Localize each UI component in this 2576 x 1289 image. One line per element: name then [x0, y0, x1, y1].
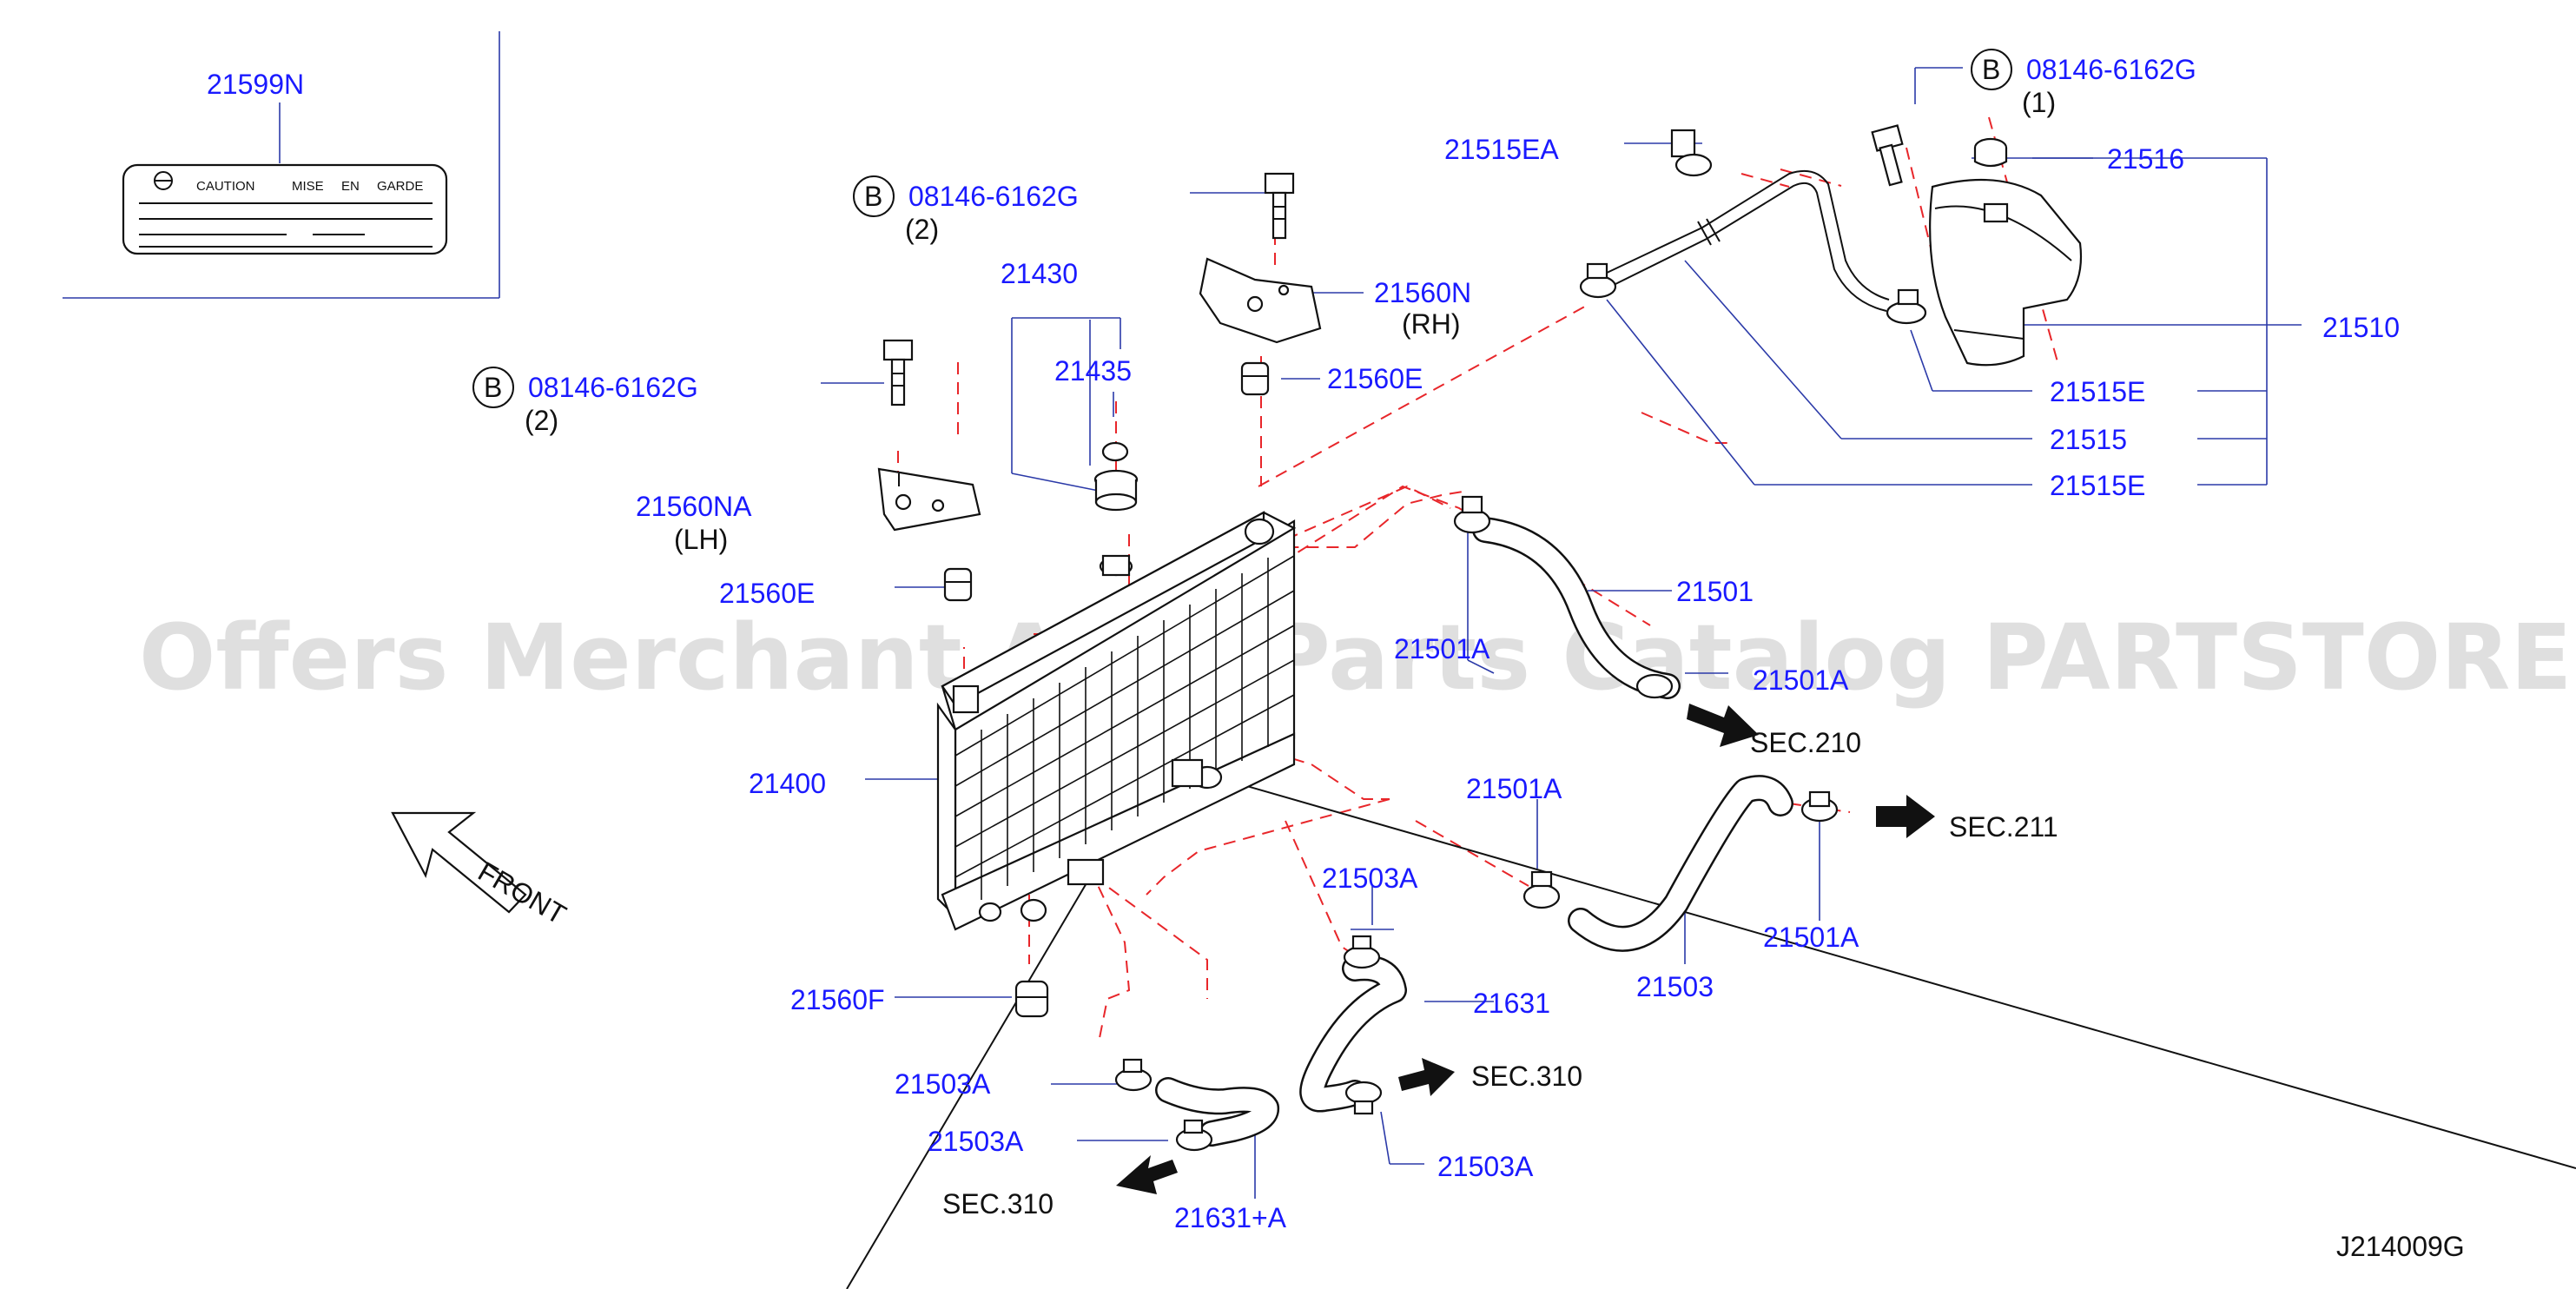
arrow-sec310-left-icon [1116, 1155, 1178, 1194]
garde-text: GARDE [377, 179, 423, 194]
sec210-label[interactable]: SEC.210 [1750, 727, 1861, 758]
cap-seal-21435[interactable] [1101, 441, 1129, 462]
mount-insulator-21560E-left[interactable] [943, 567, 973, 602]
part-21503A-d-label[interactable]: 21503A [928, 1126, 1024, 1157]
bolt-r-number[interactable]: 08146-6162G [2026, 54, 2196, 85]
bolt-l-number[interactable]: 08146-6162G [528, 372, 698, 403]
part-21430-label[interactable]: 21430 [1001, 258, 1078, 289]
bolt-c-badge: B [864, 181, 882, 212]
part-21503A-a-label[interactable]: 21503A [1322, 863, 1418, 894]
part-21516-label[interactable]: 21516 [2107, 143, 2184, 175]
part-21560NA-label[interactable]: 21560NA [636, 491, 752, 522]
part-21560F-label[interactable]: 21560F [790, 984, 885, 1015]
front-arrow-icon [391, 811, 527, 914]
arrow-sec211-icon [1876, 795, 1935, 838]
bolt-c-number[interactable]: 08146-6162G [908, 181, 1079, 212]
part-21503A-b-label[interactable]: 21503A [1437, 1151, 1534, 1182]
part-21560E-left-label[interactable]: 21560E [719, 578, 815, 609]
bolt-r-qty: (1) [2022, 87, 2056, 118]
radiator-21400[interactable] [936, 511, 1297, 931]
overflow-hose-21515[interactable] [1604, 170, 1890, 312]
bolt-r-badge-icon [1971, 49, 2012, 90]
hose-clamp-21501A-a[interactable] [1453, 495, 1491, 534]
en-text: EN [341, 179, 360, 194]
install-dashed-lines [897, 116, 2059, 1043]
bolt-08146-right[interactable] [1871, 124, 1904, 187]
watermark: Offers Merchant Auto Parts Catalog PARTS… [139, 605, 2576, 711]
bolt-08146-center[interactable] [1264, 172, 1295, 240]
part-21501-label[interactable]: 21501 [1676, 576, 1754, 607]
caution-text: CAUTION [196, 179, 255, 194]
caution-label-panel: 21599N CAUTION MISE EN GARDE [63, 31, 500, 299]
part-21435-label[interactable]: 21435 [1054, 355, 1132, 387]
section-line-1 [989, 711, 2576, 1169]
arrow-sec310-right-icon [1398, 1058, 1455, 1096]
part-21515E-b-label[interactable]: 21515E [2050, 470, 2145, 501]
part-21501A-c-label[interactable]: 21501A [1466, 773, 1562, 804]
hose-clamp-21501A-b[interactable] [1635, 673, 1674, 699]
lh-label: (LH) [674, 524, 728, 555]
part-21503-label[interactable]: 21503 [1636, 971, 1714, 1002]
bolt-c-badge-icon [853, 175, 895, 217]
hose-clamp-21503A-b[interactable] [1344, 1081, 1383, 1115]
part-21503A-c-label[interactable]: 21503A [895, 1068, 991, 1100]
cooler-hose-21631[interactable] [1299, 955, 1407, 1113]
mount-bracket-21560NA[interactable] [877, 467, 981, 532]
sec211-label[interactable]: SEC.211 [1949, 811, 2058, 843]
reservoir-tank-21510[interactable] [1929, 178, 2083, 367]
part-21501A-a-label[interactable]: 21501A [1394, 633, 1490, 664]
bolt-r-badge: B [1982, 54, 2000, 85]
leader-lines [821, 67, 2302, 1199]
hose-clamp-21515E-lower[interactable] [1886, 288, 1927, 325]
part-21400-label[interactable]: 21400 [749, 768, 826, 799]
sec310-left-label[interactable]: SEC.310 [942, 1188, 1054, 1220]
mise-text: MISE [292, 179, 324, 194]
part-21510-label[interactable]: 21510 [2322, 312, 2400, 343]
hose-clamp-21503A-c[interactable] [1114, 1058, 1153, 1092]
section-line-2 [846, 876, 1091, 1289]
part-21560E-top-label[interactable]: 21560E [1327, 363, 1423, 394]
cooler-hose-21631A[interactable] [1155, 1077, 1279, 1147]
sec310-right-label[interactable]: SEC.310 [1471, 1061, 1582, 1092]
hose-clamp-21515E-upper[interactable] [1579, 262, 1617, 299]
rh-label: (RH) [1402, 308, 1461, 340]
arrow-sec210-icon [1687, 704, 1759, 747]
bolt-l-qty: (2) [525, 405, 558, 436]
part-labels: B 08146-6162G (2) B 08146-6162G (2) B 08… [484, 54, 2465, 1262]
bolt-l-badge: B [484, 372, 502, 403]
hose-clamp-21503A-d[interactable] [1175, 1119, 1213, 1152]
mount-insulator-21560F[interactable] [1014, 980, 1049, 1018]
part-21515EA-label[interactable]: 21515EA [1444, 134, 1559, 165]
upper-radiator-hose-21501[interactable] [1472, 517, 1681, 699]
mount-bracket-21560N[interactable] [1199, 257, 1322, 344]
part-21515E-a-label[interactable]: 21515E [2050, 376, 2145, 407]
part-21560N-label[interactable]: 21560N [1374, 277, 1471, 308]
radiator-cap-21430[interactable] [1093, 469, 1139, 512]
part-21631A-label[interactable]: 21631+A [1174, 1202, 1287, 1233]
bolt-c-qty: (2) [905, 214, 939, 245]
bolt-08146-left[interactable] [882, 339, 914, 407]
mount-insulator-21560E-top[interactable] [1240, 361, 1270, 396]
part-21501A-d-label[interactable]: 21501A [1763, 922, 1859, 953]
reservoir-cap-21516[interactable] [1973, 137, 2008, 168]
bolt-l-badge-icon [472, 367, 514, 408]
hose-clamp-21501A-c[interactable] [1522, 870, 1561, 909]
caution-label-sticker [122, 163, 448, 255]
lower-radiator-hose-21503[interactable] [1568, 775, 1793, 952]
hose-clamp-21515EA[interactable] [1670, 129, 1713, 177]
part-21515-label[interactable]: 21515 [2050, 424, 2127, 455]
part-21501A-b-label[interactable]: 21501A [1753, 664, 1849, 696]
hose-clamp-21501A-d[interactable] [1800, 790, 1839, 823]
part-21631-label[interactable]: 21631 [1473, 988, 1550, 1019]
hose-clamp-21503A-a[interactable] [1343, 935, 1381, 969]
diagram-code: J214009G [2336, 1231, 2465, 1262]
part-21599N-label[interactable]: 21599N [207, 69, 304, 100]
